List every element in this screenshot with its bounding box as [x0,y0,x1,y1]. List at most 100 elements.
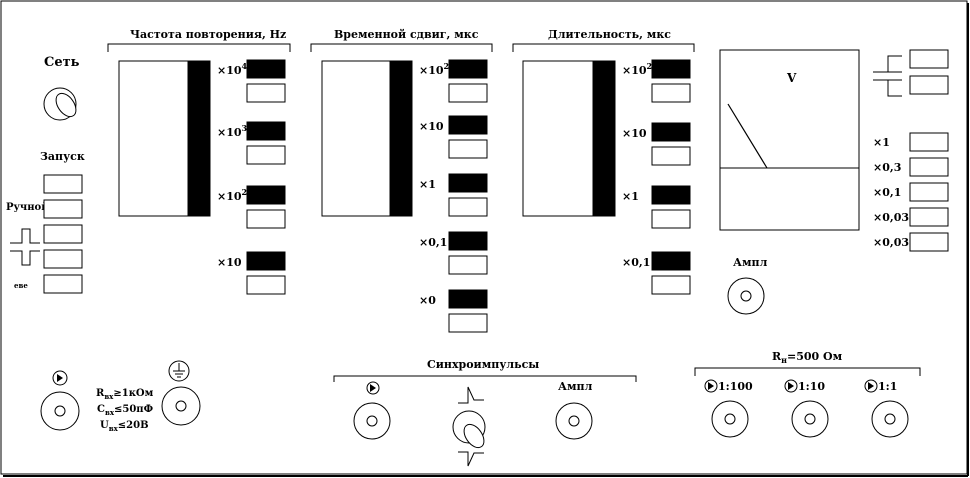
output-connector[interactable] [711,400,749,438]
freq-title: Частота повторения, Hz [130,28,286,41]
freq-range-button-active[interactable] [246,59,286,79]
freq-range-label: ×102 [217,187,247,203]
negative-polarity-icon [873,79,902,97]
voltmeter-unit: V [786,71,797,85]
voltmeter: V [719,49,860,231]
delay-range-button-active[interactable] [448,289,488,309]
freq-range-button[interactable] [246,83,286,103]
power-switch[interactable] [43,87,80,121]
freq-range-label: ×10 [217,256,242,269]
negative-polarity-button[interactable] [909,75,949,95]
delay-bracket [310,43,493,52]
output-direction-icon [864,379,878,393]
delay-range-button[interactable] [448,83,488,103]
meter-range-button[interactable] [909,232,949,252]
meter-range-label: ×0,3 [873,161,901,174]
power-label: Сеть [44,55,80,70]
delay-range-button[interactable] [448,197,488,217]
delay-range-label: ×102 [419,61,449,77]
sync-ampl-knob[interactable] [555,402,593,440]
output-direction-icon [704,379,718,393]
manual-trigger-button[interactable] [43,199,83,219]
meter-range-group: ×1 ×0,3 ×0,1 ×0,03 ×0,03 [873,132,949,252]
meter-range-button[interactable] [909,157,949,177]
negative-pulse-icon [10,250,40,266]
meter-range-label: ×0,03 [873,211,909,224]
dur-range-button-active[interactable] [651,122,691,142]
freq-range-button[interactable] [246,209,286,229]
freq-range-button-active[interactable] [246,121,286,141]
trigger-label: Запуск [40,150,85,163]
ground-connector[interactable] [161,386,201,426]
positive-polarity-button[interactable] [909,49,949,69]
meter-range-button[interactable] [909,132,949,152]
output-direction-icon [784,379,798,393]
voltmeter-needle [727,103,768,169]
delay-range-button-active[interactable] [448,59,488,79]
ampl-knob[interactable] [727,277,765,315]
dur-dial[interactable] [522,60,616,217]
freq-range-button[interactable] [246,145,286,165]
dur-title: Длительность, мкс [548,28,671,41]
dur-range-button[interactable] [651,146,691,166]
external-trigger-label: еве [14,281,28,290]
dur-range-label: ×1 [622,190,639,203]
input-voltage: Uвх≤20В [100,420,149,433]
dur-range-button-active[interactable] [651,185,691,205]
dur-range-button[interactable] [651,83,691,103]
dur-range-group: ×102×10×1×0,1 [622,59,691,295]
sync-title: Синхроимпульсы [427,358,539,371]
delay-range-label: ×0 [419,294,436,307]
output-connector[interactable] [871,400,909,438]
freq-bracket [107,43,291,52]
freq-range-label: ×104 [217,61,248,77]
delay-range-label: ×1 [419,178,436,191]
delay-range-label: ×10 [419,120,444,133]
dur-range-label: ×102 [622,61,652,77]
dur-range-button-active[interactable] [651,251,691,271]
meter-range-label: ×0,1 [873,186,901,199]
freq-range-label: ×103 [217,123,248,139]
delay-range-button[interactable] [448,313,488,333]
negative-trigger-button[interactable] [43,249,83,269]
ground-icon [168,360,190,382]
sync-negative-pulse-icon [458,451,484,467]
dur-range-button-active[interactable] [651,59,691,79]
delay-range-button-active[interactable] [448,173,488,193]
sync-ampl-label: Ампл [558,380,593,393]
freq-range-button[interactable] [246,275,286,295]
sync-output-connector[interactable] [353,402,391,440]
sync-polarity-switch[interactable] [452,410,488,451]
positive-pulse-icon [10,228,40,244]
output-ratio-label: 1:1 [878,380,897,393]
delay-range-button-active[interactable] [448,231,488,251]
meter-range-button[interactable] [909,207,949,227]
freq-dial[interactable] [118,60,211,217]
dur-bracket [512,43,695,52]
delay-range-button-active[interactable] [448,115,488,135]
manual-label: Ручной [6,202,49,213]
output-ratio-label: 1:100 [718,380,753,393]
positive-polarity-icon [873,55,902,73]
dur-range-button[interactable] [651,209,691,229]
delay-title: Временной сдвиг, мкс [334,28,479,41]
trigger-button-1[interactable] [43,174,83,194]
input-connector[interactable] [40,391,80,431]
delay-range-button[interactable] [448,255,488,275]
meter-range-label: ×0,03 [873,236,909,249]
freq-range-button-active[interactable] [246,251,286,271]
input-direction-icon [52,370,68,386]
dur-range-button[interactable] [651,275,691,295]
positive-trigger-button[interactable] [43,224,83,244]
delay-dial[interactable] [321,60,413,217]
freq-range-button-active[interactable] [246,185,286,205]
delay-range-button[interactable] [448,139,488,159]
meter-range-label: ×1 [873,136,890,149]
freq-range-group: ×104 ×103 ×102 ×10 [217,59,286,295]
meter-range-button[interactable] [909,182,949,202]
external-trigger-button[interactable] [43,274,83,294]
output-connector[interactable] [791,400,829,438]
sync-positive-pulse-icon [458,386,484,404]
